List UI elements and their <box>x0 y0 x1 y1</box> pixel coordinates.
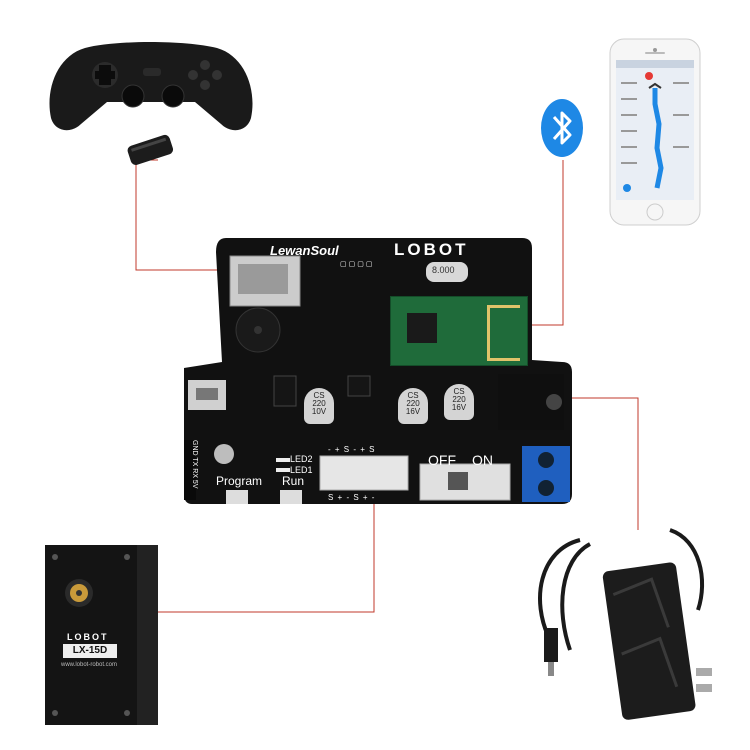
servo-pins-top: - + S - + S <box>328 445 376 454</box>
servo-logo: LOBOT <box>67 632 109 642</box>
run-label: Run <box>282 474 305 488</box>
servo-connection-line <box>158 485 375 613</box>
board-logo: LOBOT <box>394 240 469 259</box>
gamepad-image <box>45 40 257 135</box>
usb-receiver-image <box>124 132 176 166</box>
led1-label: LED1 <box>290 465 313 475</box>
bluetooth-icon <box>540 98 584 158</box>
servo-pins-bottom: S + - S + - <box>328 493 376 502</box>
program-label: Program <box>216 474 263 488</box>
board-brand: LewanSoul <box>270 243 339 258</box>
bluetooth-module <box>390 296 528 366</box>
led2-label: LED2 <box>290 454 313 464</box>
power-connection-line <box>552 397 639 530</box>
servo-image: LOBOT LX-15D www.lobot-robot.com <box>45 545 158 725</box>
power-adapter-image <box>520 520 725 720</box>
serial-pin-labels: GND TX RX 5V <box>191 440 198 489</box>
servo-url: www.lobot-robot.com <box>61 662 118 668</box>
smartphone-image <box>609 38 701 226</box>
on-label: ON <box>472 452 493 468</box>
crystal-label: 8.000 <box>432 265 455 275</box>
off-label: OFF <box>428 452 456 468</box>
board-led-dots: ▢▢▢▢ <box>340 261 375 268</box>
servo-model: LX-15D <box>63 644 117 658</box>
